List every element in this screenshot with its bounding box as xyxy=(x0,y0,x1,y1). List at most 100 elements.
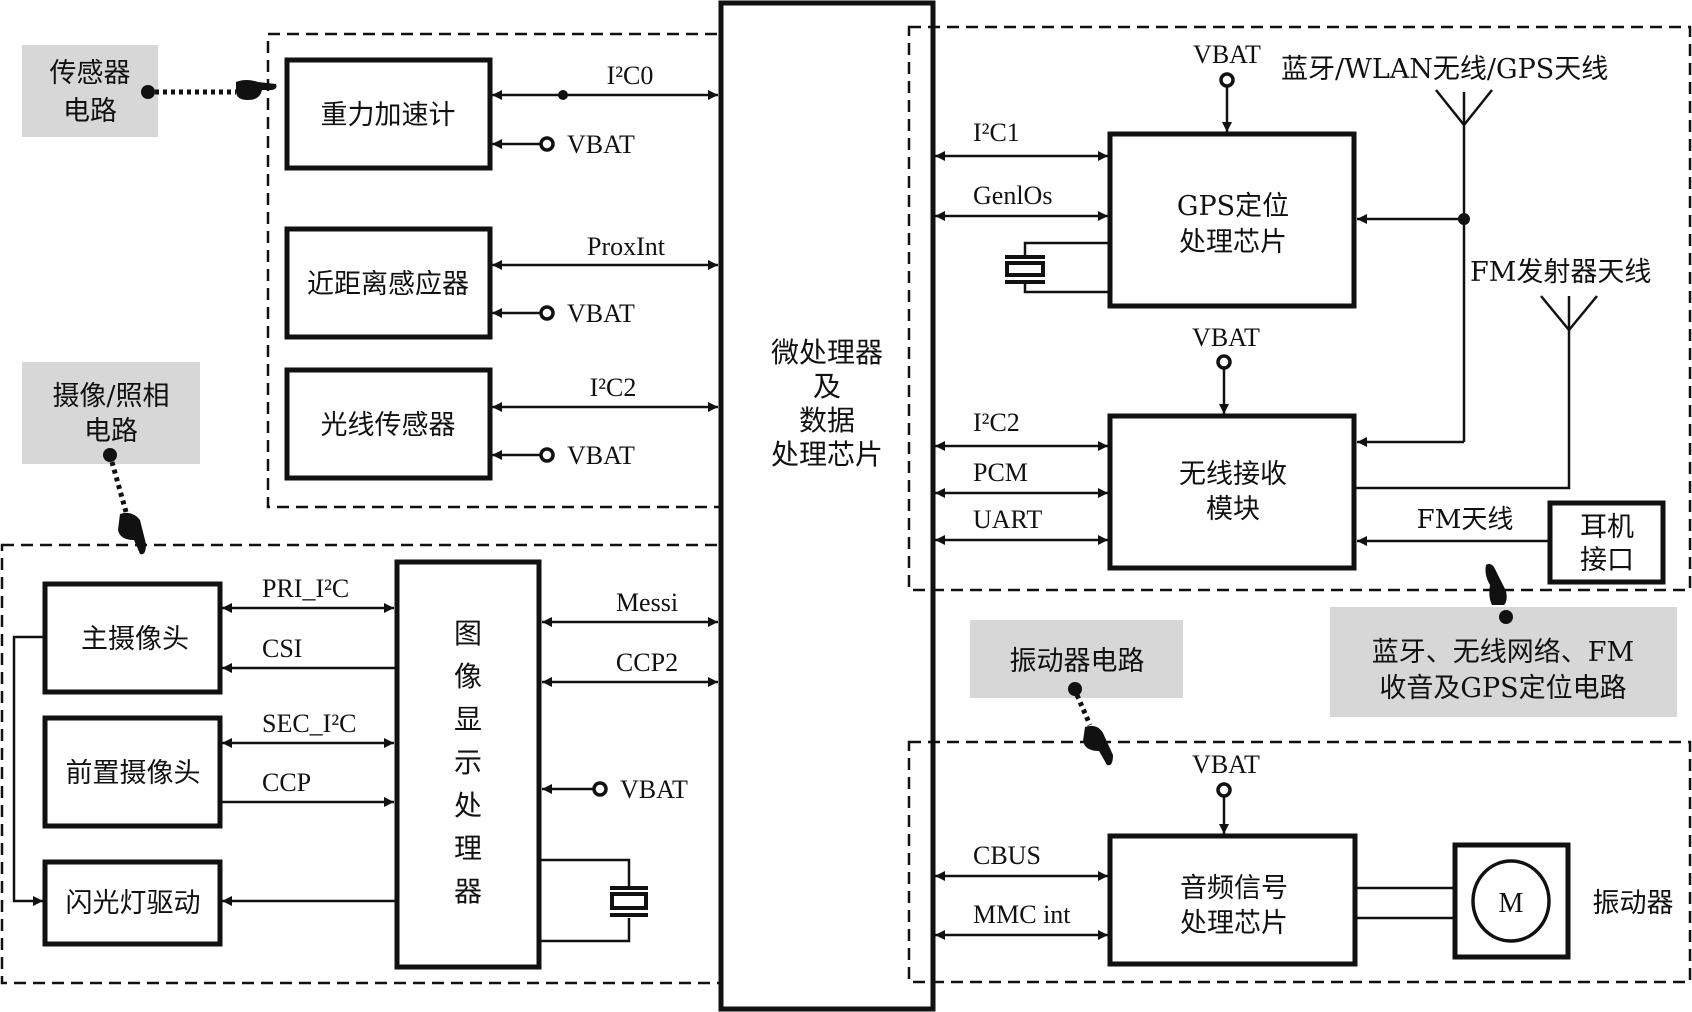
main-camera-block[interactable] xyxy=(42,581,223,695)
i2c2-label: I²C2 xyxy=(973,408,1020,437)
svg-text:处理芯片: 处理芯片 xyxy=(771,438,883,471)
vbat-label: VBAT xyxy=(567,299,635,328)
cbus-label: CBUS xyxy=(973,841,1041,870)
vbat-label: VBAT xyxy=(620,775,688,804)
fm-tx-antenna-feed xyxy=(1354,296,1571,490)
i2c0-label: I²C0 xyxy=(607,61,654,90)
callout-leader xyxy=(1074,694,1093,726)
svg-text:理: 理 xyxy=(454,832,482,865)
pointing-hand-icon xyxy=(1485,563,1507,605)
crystal-oscillator-icon xyxy=(541,858,648,943)
wireless-callout-line1: 蓝牙、无线网络、FM xyxy=(1372,637,1634,668)
callout-leader xyxy=(109,461,129,513)
gps-chip-label-line1: GPS定位 xyxy=(1177,191,1289,222)
svg-text:处: 处 xyxy=(454,789,482,822)
image-processor-block[interactable] xyxy=(394,559,542,970)
earphone-jack-label-line2: 接口 xyxy=(1580,545,1634,576)
fm-antenna-label: FM天线 xyxy=(1417,505,1514,535)
svg-text:器: 器 xyxy=(454,875,482,908)
camera-callout: 摄像/照相 电路 xyxy=(22,362,200,555)
image-processor-label: 图 像 显 示 处 理 器 xyxy=(454,617,482,908)
vbat-label: VBAT xyxy=(1192,750,1260,779)
genios-label: GenlOs xyxy=(973,181,1052,210)
proxint-label: ProxInt xyxy=(587,232,666,261)
callout-dot xyxy=(103,448,117,462)
flash-driver-block[interactable] xyxy=(42,859,223,947)
ccp2-label: CCP2 xyxy=(616,648,678,677)
radio-module-label-line1: 无线接收 xyxy=(1179,459,1287,490)
radio-module-block[interactable] xyxy=(1107,413,1357,571)
camera-callout-line2: 电路 xyxy=(84,416,138,447)
csi-label: CSI xyxy=(262,634,302,663)
vbat-label: VBAT xyxy=(1192,323,1260,352)
audio-chip-label-line1: 音频信号 xyxy=(1180,873,1288,904)
sensor-callout-line2: 电路 xyxy=(63,96,117,127)
light-sensor-label: 光线传感器 xyxy=(321,410,456,441)
svg-text:显: 显 xyxy=(454,703,482,736)
uart-label: UART xyxy=(973,505,1042,534)
vbat-label: VBAT xyxy=(567,130,635,159)
vbat-terminal-icon xyxy=(539,447,555,463)
vbat-label: VBAT xyxy=(567,441,635,470)
sensor-callout: 传感器 电路 xyxy=(22,45,277,137)
proximity-sensor-block[interactable] xyxy=(284,226,493,340)
proximity-sensor-label: 近距离感应器 xyxy=(307,269,469,300)
accelerometer-block[interactable] xyxy=(284,57,493,171)
vibrator-group-frame xyxy=(907,740,1692,984)
antenna-icon xyxy=(1540,295,1598,331)
vbat-terminal-icon xyxy=(539,305,555,321)
vibrator-label: 振动器 xyxy=(1593,888,1674,919)
earphone-jack-block[interactable] xyxy=(1547,500,1666,585)
i2c1-label: I²C1 xyxy=(973,118,1020,147)
camera-callout-line1: 摄像/照相 xyxy=(52,381,169,412)
vbat-terminal-icon xyxy=(1216,354,1232,370)
main-camera-flash-link xyxy=(12,635,45,906)
callout-dot xyxy=(1068,682,1082,696)
svg-text:示: 示 xyxy=(454,746,482,779)
main-antenna-label: 蓝牙/WLAN无线/GPS天线 xyxy=(1281,54,1608,85)
light-sensor-block[interactable] xyxy=(284,367,493,481)
vibrator-callout-label: 振动器电路 xyxy=(1010,646,1145,677)
gps-chip-label-line2: 处理芯片 xyxy=(1179,227,1287,258)
cpu-block[interactable] xyxy=(718,0,936,1012)
crystal-oscillator-icon xyxy=(1005,241,1110,294)
earphone-jack-label-line1: 耳机 xyxy=(1580,512,1634,543)
vbat-terminal-icon xyxy=(1216,782,1232,798)
gps-chip-block[interactable] xyxy=(1107,131,1357,309)
sec-i2c-label: SEC_I²C xyxy=(262,709,356,738)
main-camera-label: 主摄像头 xyxy=(81,624,189,655)
mmc-int-label: MMC int xyxy=(973,900,1071,929)
svg-text:图: 图 xyxy=(454,617,482,650)
vbat-terminal-icon xyxy=(539,136,555,152)
i2c2-label: I²C2 xyxy=(590,373,637,402)
audio-chip-block[interactable] xyxy=(1107,833,1358,967)
callout-dot xyxy=(1499,610,1513,624)
antenna-icon xyxy=(1435,89,1493,126)
vibrator-callout: 振动器电路 xyxy=(970,620,1183,766)
sensor-callout-line1: 传感器 xyxy=(50,58,131,89)
front-camera-block[interactable] xyxy=(42,715,223,829)
callout-dot xyxy=(141,85,155,99)
svg-text:及: 及 xyxy=(813,370,841,403)
accelerometer-label: 重力加速计 xyxy=(321,100,456,131)
svg-text:数据: 数据 xyxy=(799,404,855,437)
cpu-label: 微处理器 及 数据 处理芯片 xyxy=(771,336,883,471)
vbat-terminal-icon xyxy=(592,781,608,797)
ccp-label: CCP xyxy=(262,768,311,797)
pri-i2c-label: PRI_I²C xyxy=(262,574,349,603)
fm-tx-antenna-label: FM发射器天线 xyxy=(1470,257,1651,288)
svg-text:像: 像 xyxy=(454,660,482,693)
svg-text:微处理器: 微处理器 xyxy=(771,336,883,369)
vbat-label: VBAT xyxy=(1193,40,1261,69)
pointing-hand-icon xyxy=(236,80,277,100)
messi-label: Messi xyxy=(616,588,678,617)
pointing-hand-icon xyxy=(1083,725,1113,766)
pointing-hand-icon xyxy=(118,512,146,555)
front-camera-label: 前置摄像头 xyxy=(66,758,201,789)
wireless-callout: 蓝牙、无线网络、FM 收音及GPS定位电路 xyxy=(1330,563,1677,717)
junction-dot xyxy=(558,90,568,100)
flash-driver-label: 闪光灯驱动 xyxy=(66,888,201,919)
vbat-terminal-icon xyxy=(1219,72,1235,88)
pcm-label: PCM xyxy=(973,458,1028,487)
